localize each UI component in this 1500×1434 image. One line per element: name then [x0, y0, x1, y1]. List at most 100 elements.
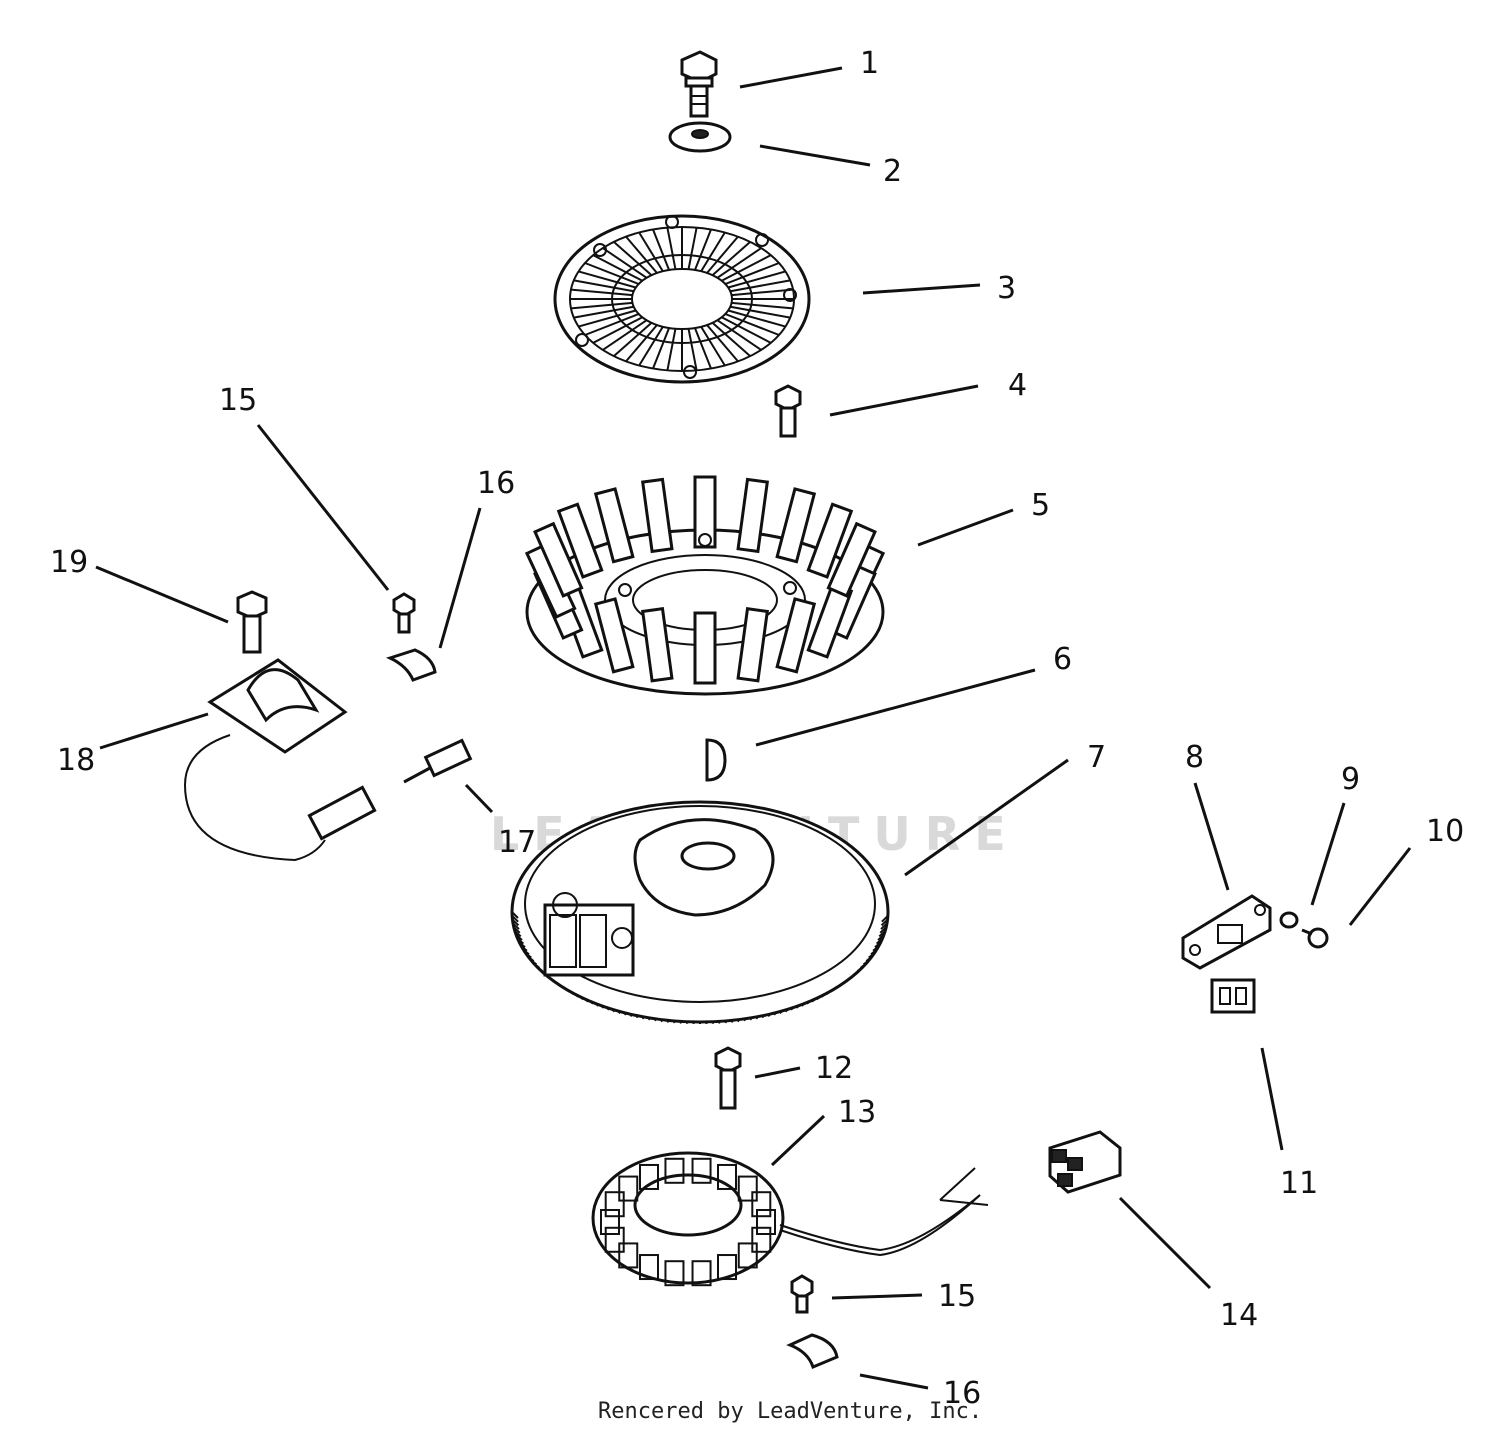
stator-coil — [639, 1163, 659, 1190]
part-17-spark-plug — [403, 738, 473, 784]
flywheel-tooth — [520, 945, 528, 952]
flywheel-tooth — [838, 981, 845, 987]
screen-rib — [700, 326, 726, 367]
stator-coil — [751, 1191, 772, 1218]
callout-17: 17 — [498, 825, 536, 860]
part-9-washer — [1279, 911, 1299, 929]
flywheel-tooth — [511, 918, 520, 927]
flywheel-tooth — [806, 1000, 812, 1005]
stator-coil — [751, 1226, 772, 1253]
flywheel-tooth — [878, 930, 886, 938]
stator-coil — [756, 1209, 776, 1235]
screen-rib — [721, 254, 772, 282]
callout-12: 12 — [815, 1051, 853, 1086]
flywheel-tooth — [634, 1014, 639, 1019]
screen-rib — [625, 324, 658, 363]
flywheel-tooth — [568, 990, 575, 996]
flywheel-tooth — [641, 1015, 645, 1020]
flywheel-tooth — [730, 1019, 734, 1023]
flywheel-tooth — [660, 1019, 664, 1023]
screen-rib — [711, 322, 751, 357]
screen-rib — [721, 316, 772, 344]
part-16-clip-lower — [786, 1333, 839, 1370]
flywheel-tooth — [811, 997, 817, 1003]
screen-rib — [687, 328, 698, 371]
callout-15-lower: 15 — [938, 1279, 976, 1314]
callout-1: 1 — [860, 46, 879, 81]
screen-rib — [706, 324, 739, 363]
flywheel-tooth — [555, 981, 562, 987]
callout-10: 10 — [1426, 814, 1464, 849]
screen-rib — [730, 305, 791, 319]
screen-rib — [716, 319, 762, 351]
screen-rib — [578, 270, 637, 289]
screen-rib — [578, 309, 637, 328]
part-13-stator — [591, 1151, 989, 1287]
flywheel-tooth — [881, 915, 889, 923]
flywheel-tooth — [877, 934, 885, 941]
part-16-clip-upper — [385, 648, 437, 682]
screen-rib — [652, 229, 670, 271]
callout-11: 11 — [1280, 1166, 1318, 1201]
callout-15-upper: 15 — [219, 383, 257, 418]
flywheel-tooth — [564, 987, 570, 993]
callout-8: 8 — [1185, 740, 1204, 775]
flywheel-tooth — [559, 984, 566, 990]
stator-coil — [664, 1157, 685, 1184]
flywheel-tooth — [879, 926, 887, 934]
stator-coil — [664, 1260, 685, 1287]
flywheel-tooth — [525, 952, 532, 959]
callout-4: 4 — [1008, 368, 1027, 403]
stator-coil — [737, 1175, 758, 1202]
screen-rib — [625, 235, 658, 274]
screen-rib — [727, 309, 786, 328]
screen-rib — [731, 301, 794, 310]
part-11-connector — [1210, 978, 1256, 1014]
leader-lines — [95, 66, 1412, 1390]
flywheel-tooth — [870, 948, 878, 956]
part-6-key — [705, 738, 727, 782]
callout-13: 13 — [838, 1095, 876, 1130]
stator-coil — [600, 1209, 620, 1235]
screen-rib — [711, 241, 751, 276]
flywheel-tooth — [865, 955, 873, 962]
flywheel-tooth — [653, 1018, 657, 1022]
flywheel-tooth — [816, 995, 822, 1000]
flywheel-tooth — [578, 995, 584, 1000]
screen-rib — [694, 229, 712, 271]
screen-rib — [724, 262, 780, 285]
flywheel-tooth — [514, 930, 522, 938]
flywheel-tooth — [795, 1004, 801, 1009]
part-15-screw-upper — [392, 592, 416, 634]
fan-blade — [806, 502, 854, 579]
screen-rib — [666, 227, 677, 270]
screen-rib — [694, 327, 712, 369]
callout-16-upper: 16 — [477, 466, 515, 501]
screen-rib — [613, 241, 653, 276]
fan-blade — [641, 607, 674, 683]
flywheel-tooth — [672, 1020, 676, 1024]
screen-rib — [584, 262, 640, 285]
stator-coil — [717, 1254, 737, 1281]
flywheel-tooth — [743, 1018, 747, 1022]
flywheel-tooth — [761, 1014, 766, 1019]
screen-rib — [613, 322, 653, 357]
flywheel-tooth — [825, 990, 832, 996]
screen-rib — [602, 319, 648, 351]
flywheel-tooth — [749, 1017, 753, 1021]
flywheel-tooth — [821, 992, 827, 998]
screen-rib — [730, 279, 791, 293]
screen-rib — [592, 316, 643, 344]
flywheel-tooth — [513, 926, 521, 934]
flywheel-tooth — [628, 1013, 633, 1017]
screen-rib — [573, 279, 634, 293]
flywheel-tooth — [790, 1006, 795, 1011]
callout-6: 6 — [1053, 642, 1072, 677]
flywheel-tooth — [511, 915, 519, 923]
flywheel-tooth — [594, 1002, 599, 1007]
flywheel-tooth — [588, 1000, 594, 1005]
screen-rib — [638, 326, 664, 367]
flywheel-tooth — [724, 1020, 728, 1024]
flywheel-tooth — [605, 1006, 610, 1011]
